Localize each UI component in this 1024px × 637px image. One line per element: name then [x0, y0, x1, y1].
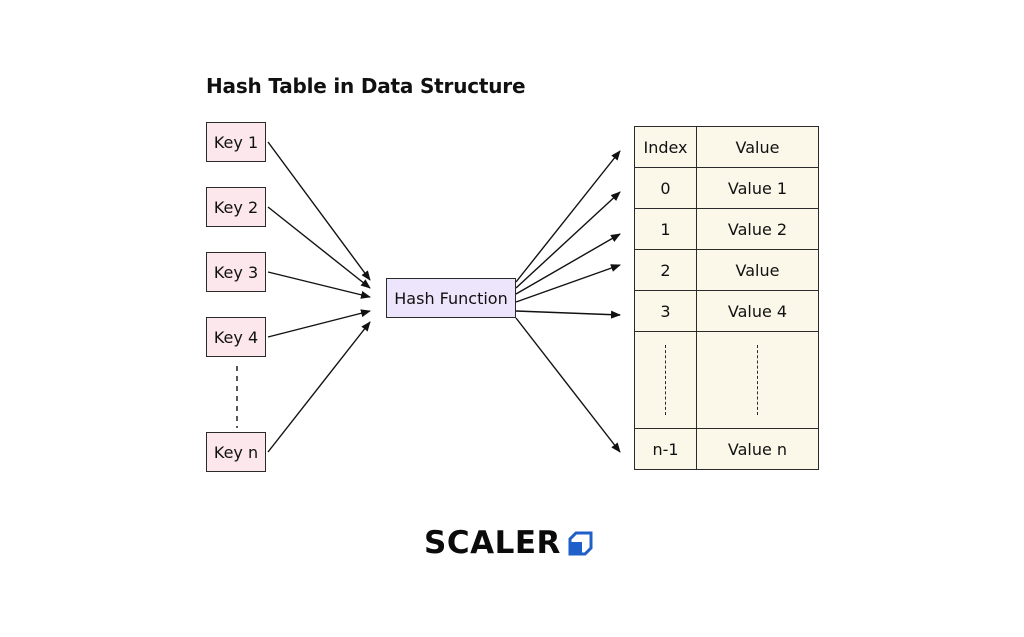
key-label: Key 1 — [213, 132, 259, 152]
key-label: Key 2 — [213, 197, 259, 217]
hash-function-label: Hash Function — [394, 288, 508, 308]
arrow-key1-to-hash — [267, 141, 371, 281]
hash-function-box: Hash Function — [386, 278, 516, 318]
table-row: 2 Value — [634, 249, 819, 291]
ellipsis-dash — [665, 345, 666, 415]
table-cell-index: n-1 — [634, 428, 697, 470]
hash-table: Index Value 0 Value 1 1 Value 2 2 Value … — [634, 126, 819, 470]
table-header-index: Index — [634, 126, 697, 168]
table-cell-value: Value n — [696, 428, 819, 470]
key-box-2: Key 2 — [206, 187, 266, 227]
key-label: Key n — [213, 442, 259, 462]
table-cell-value: Value — [696, 249, 819, 291]
arrow-hash-to-row-n1 — [515, 317, 621, 453]
ellipsis-dash — [757, 345, 758, 415]
arrow-hash-to-row-1 — [515, 233, 621, 295]
arrow-hash-to-row-2 — [515, 264, 621, 303]
arrow-hash-to-row-0 — [515, 191, 621, 289]
arrow-hash-to-row-3 — [515, 310, 621, 319]
table-cell-index: 2 — [634, 249, 697, 291]
scaler-cube-icon — [568, 531, 593, 555]
diagram-title: Hash Table in Data Structure — [206, 74, 526, 98]
logo-text: SCALER — [424, 525, 561, 561]
table-ellipsis-index — [634, 331, 697, 429]
table-ellipsis-value — [696, 331, 819, 429]
table-cell-value: Value 4 — [696, 290, 819, 332]
table-cell-index: 1 — [634, 208, 697, 250]
table-cell-index: 3 — [634, 290, 697, 332]
key-box-3: Key 3 — [206, 252, 266, 292]
table-row-last: n-1 Value n — [634, 428, 819, 470]
key-box-1: Key 1 — [206, 122, 266, 162]
table-header-value: Value — [696, 126, 819, 168]
key-box-4: Key 4 — [206, 317, 266, 357]
table-header-row: Index Value — [634, 126, 819, 168]
scaler-logo: SCALER — [424, 528, 593, 559]
table-cell-value: Value 1 — [696, 167, 819, 209]
arrow-key3-to-hash — [267, 271, 371, 299]
table-row: 1 Value 2 — [634, 208, 819, 250]
table-cell-value: Value 2 — [696, 208, 819, 250]
table-ellipsis-row — [634, 331, 819, 429]
arrow-keyn-to-hash — [267, 321, 371, 453]
arrow-key2-to-hash — [267, 206, 371, 289]
arrow-hash-to-row-header — [515, 150, 621, 283]
arrow-key4-to-hash — [267, 309, 371, 338]
table-cell-index: 0 — [634, 167, 697, 209]
key-box-n: Key n — [206, 432, 266, 472]
key-label: Key 3 — [213, 262, 259, 282]
key-label: Key 4 — [213, 327, 259, 347]
table-row: 3 Value 4 — [634, 290, 819, 332]
table-row: 0 Value 1 — [634, 167, 819, 209]
